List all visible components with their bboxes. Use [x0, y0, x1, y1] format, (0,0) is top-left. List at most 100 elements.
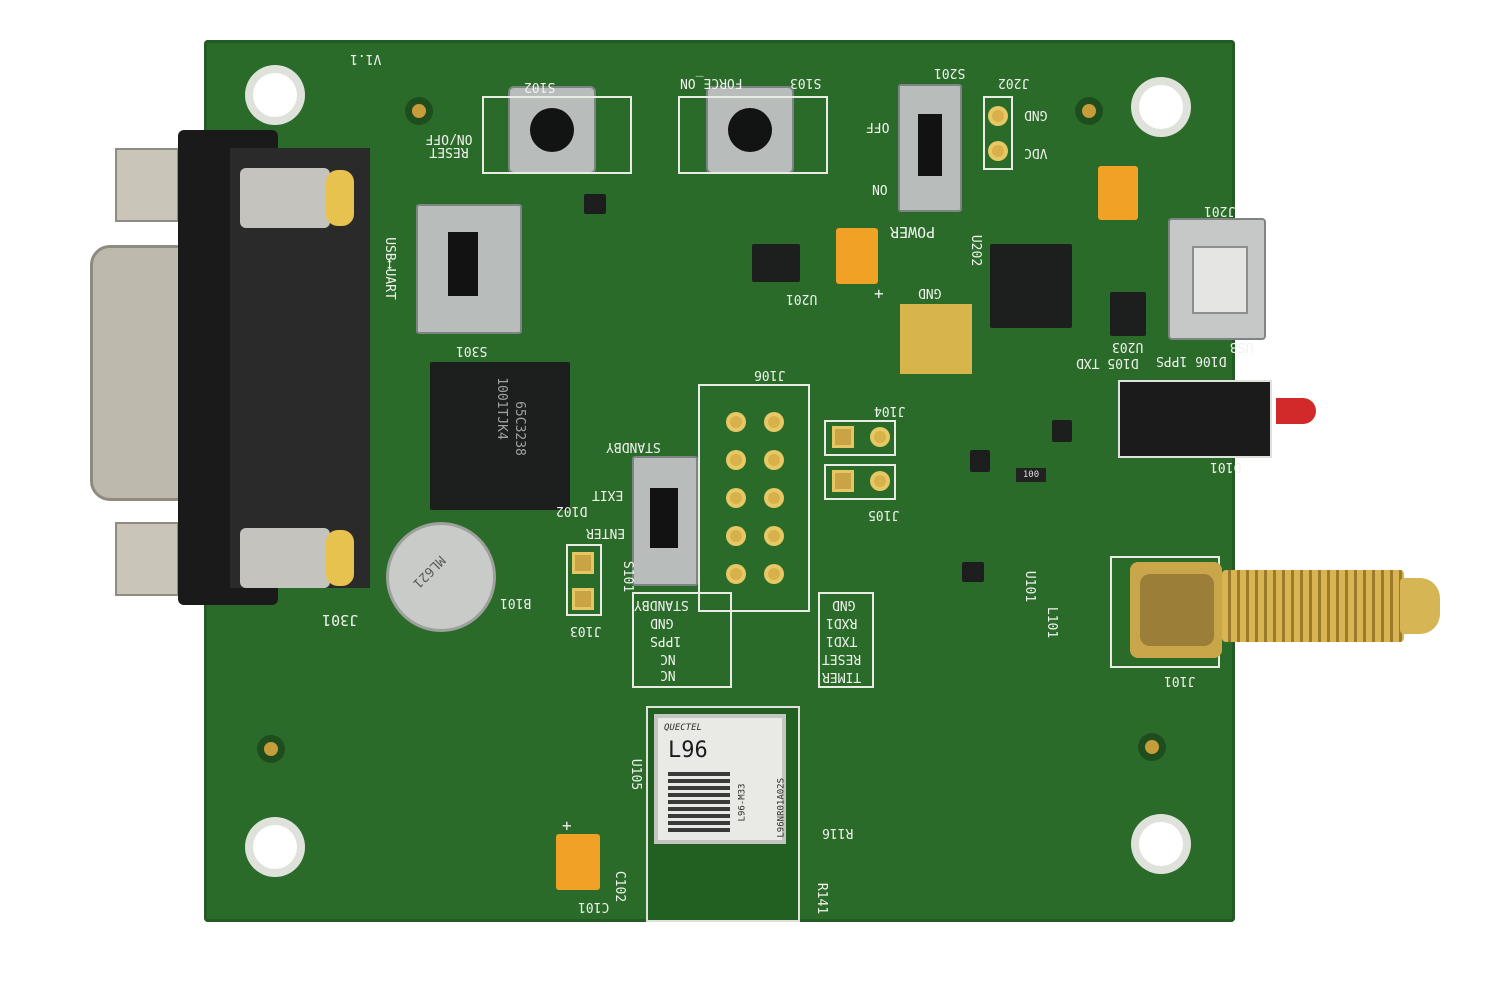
plus-mark: + — [874, 284, 884, 303]
j103-pad — [572, 552, 594, 574]
right-pin-label: GND — [832, 597, 856, 612]
force-on-button[interactable] — [706, 86, 794, 174]
switch-knob[interactable] — [918, 114, 942, 176]
header-pin — [730, 568, 742, 580]
left-pin-legend — [632, 592, 732, 688]
header-pin — [768, 530, 780, 542]
label-d106-1pps: D106 1PPS — [1156, 353, 1227, 368]
label-j201: J201 — [1204, 203, 1236, 218]
label-j101: J101 — [1164, 673, 1196, 688]
button-cap[interactable] — [728, 108, 772, 152]
fiducial — [412, 104, 426, 118]
standby-slide-switch[interactable] — [632, 456, 698, 586]
label-s103: S103 — [790, 75, 822, 90]
regulator-u201 — [752, 244, 800, 282]
label-off: OFF — [866, 119, 890, 134]
fiducial — [1082, 104, 1096, 118]
left-pin-label: NC — [660, 667, 676, 682]
tantalum-capacitor-c202 — [836, 228, 878, 284]
header-pin — [730, 530, 742, 542]
label-d105-txd: D105 TXD — [1076, 355, 1139, 370]
switch-knob[interactable] — [448, 232, 478, 296]
label-d102: D102 — [556, 503, 588, 518]
module-qr-code — [668, 770, 730, 832]
fiducial — [1145, 740, 1159, 754]
label-j103: J103 — [570, 623, 602, 638]
label-c101: C101 — [578, 899, 610, 914]
red-led — [1276, 398, 1316, 424]
label-force-on: FORCE_ON — [680, 75, 743, 90]
right-pin-label: TIMER — [822, 669, 862, 684]
label-d101: D101 — [1210, 459, 1242, 474]
label-standby: STANDBY — [606, 439, 661, 454]
label-usb-uart: USB⟷UART — [381, 237, 397, 300]
module-model: L96 — [668, 738, 708, 763]
j103-pad — [572, 588, 594, 610]
label-enter: ENTER — [586, 525, 626, 540]
header-pin — [768, 492, 780, 504]
label-s102: S102 — [524, 79, 556, 94]
sma-threaded-barrel — [1222, 570, 1404, 642]
label-u105: U105 — [628, 758, 644, 791]
label-j105: J105 — [868, 507, 900, 522]
left-pin-label: STANDBY — [634, 597, 689, 612]
coin-marking: ML621 — [409, 552, 448, 591]
label-s101: S101 — [620, 560, 636, 593]
left-pin-label: 1PPS — [650, 633, 682, 648]
switch-knob[interactable] — [650, 488, 678, 548]
header-pin — [730, 454, 742, 466]
label-u101: U101 — [1022, 570, 1038, 603]
power-slide-switch[interactable] — [898, 84, 962, 212]
quectel-l96-module: QUECTEL L96 L96-M33 L96NR01A02S — [654, 714, 787, 844]
j106-header — [698, 384, 810, 612]
db9-connector — [90, 130, 372, 605]
gnd-test-pad — [900, 304, 972, 374]
label-gnd-pad: GND — [918, 285, 942, 300]
header-pin — [768, 416, 780, 428]
label-j104: J104 — [874, 403, 906, 418]
j104-pad — [832, 426, 854, 448]
label-u202: U202 — [968, 234, 984, 267]
ic-u203 — [1110, 292, 1146, 336]
version-label: V1.1 — [350, 51, 382, 66]
ic-marking-1: 1001TJK4 — [493, 377, 509, 440]
header-pin — [730, 492, 742, 504]
j202-pin — [992, 145, 1004, 157]
ic-marking-2: 65C3238 — [511, 401, 527, 456]
plus-mark: + — [562, 816, 572, 835]
coin-cell-battery: ML621 — [386, 522, 496, 632]
mounting-hole-bottom-right — [1139, 822, 1183, 866]
header-pin — [730, 416, 742, 428]
sma-antenna-connector[interactable] — [1130, 562, 1222, 658]
module-line2: L96NR01A02S — [776, 778, 787, 838]
label-c102: C102 — [612, 870, 628, 903]
reset-button[interactable] — [508, 86, 596, 174]
label-on: ON — [872, 181, 888, 196]
diode-d104 — [584, 194, 606, 214]
label-r116: R116 — [822, 825, 854, 840]
uart-transceiver-ic: 1001TJK4 65C3238 — [430, 362, 570, 510]
tantalum-capacitor-c206 — [1098, 166, 1138, 220]
micro-usb-connector[interactable] — [1168, 218, 1266, 340]
label-u201: U201 — [786, 291, 818, 306]
module-line1: L96-M33 — [737, 783, 748, 822]
j104-pin — [874, 431, 886, 443]
module-brand: QUECTEL — [664, 723, 702, 733]
label-j301: J301 — [322, 611, 359, 629]
mounting-hole-top-right — [1139, 85, 1183, 129]
left-pin-label: NC — [660, 651, 676, 666]
sma-tip — [1400, 578, 1440, 634]
usb-uart-slide-switch[interactable] — [416, 204, 522, 334]
right-pin-label: TXD1 — [826, 633, 858, 648]
tantalum-capacitor-c101 — [556, 834, 600, 890]
j202-pin — [992, 110, 1004, 122]
label-j106: J106 — [754, 367, 786, 382]
label-exit: EXIT — [592, 487, 624, 502]
transistor-q101 — [1052, 420, 1072, 442]
mounting-hole-top-left — [253, 73, 297, 117]
ic-u102 — [962, 562, 984, 582]
left-pin-label: GND — [650, 615, 674, 630]
button-cap[interactable] — [530, 108, 574, 152]
right-pin-label: RESET — [822, 651, 862, 666]
right-pin-legend — [818, 592, 874, 688]
